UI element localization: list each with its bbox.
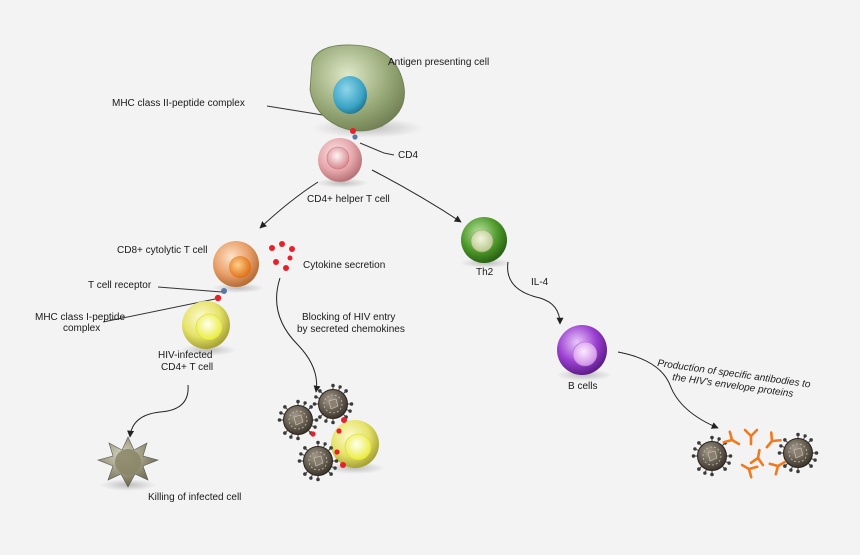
label-antigen-presenting-cell: Antigen presenting cell (388, 57, 489, 68)
cytokine-dots (269, 241, 295, 271)
cytokine-dot (269, 245, 275, 251)
arrow-infected-to-killing (127, 384, 189, 438)
mhc-class-i-complex-marker (214, 294, 222, 302)
label-hiv-infected-line2: CD4+ T cell (161, 362, 213, 373)
cd4-leader (359, 142, 395, 156)
mhc-class-ii-complex-marker (350, 128, 356, 134)
t-cell-receptor-marker (221, 288, 227, 294)
label-cd4: CD4 (398, 150, 418, 161)
cytokine-dot (283, 265, 289, 271)
chemokine-dot (310, 431, 316, 437)
arrow-helper-to-cd8 (259, 181, 319, 229)
label-mhc-class-ii-complex: MHC class II-peptide complex (112, 98, 245, 109)
label-mhc-class-i-line1: MHC class I-peptide (35, 312, 125, 323)
chemokine-dot (334, 449, 340, 455)
cd4-helper-t-cell (316, 138, 368, 188)
b-cell (556, 325, 612, 381)
t-cell-receptor-leader (157, 286, 223, 293)
label-th2: Th2 (476, 267, 494, 278)
chemokine-blocking-cluster (277, 383, 385, 482)
th2-cell (460, 217, 512, 268)
chemokine-dot (336, 428, 342, 434)
label-il4: IL-4 (531, 277, 549, 288)
label-cd8-cytolytic-t-cell: CD8+ cytolytic T cell (117, 245, 208, 256)
label-blocking-line2: by secreted chemokines (297, 324, 405, 335)
chemokine-dot (341, 417, 347, 423)
label-killing: Killing of infected cell (148, 492, 241, 503)
flow-arrows (127, 169, 719, 438)
hiv-virus-icon (777, 432, 819, 474)
cd8-cytolytic-t-cell (212, 241, 264, 293)
hiv-virus-icon (312, 383, 354, 425)
antibody-icon (737, 458, 759, 479)
antibody-icon (743, 428, 759, 446)
hiv-virus-icon (297, 440, 339, 482)
antibody-neutralization-cluster (691, 428, 819, 479)
label-t-cell-receptor: T cell receptor (88, 280, 152, 291)
label-mhc-class-i-line2: complex (63, 323, 100, 334)
cytokine-dot (273, 259, 279, 265)
antibody-icon (760, 431, 782, 453)
cytokine-dot (289, 246, 295, 252)
antigen-presenting-cell (309, 44, 423, 138)
cytokine-dot (287, 255, 293, 261)
arrow-helper-to-th2 (371, 169, 462, 223)
label-blocking-line1: Blocking of HIV entry (302, 312, 395, 323)
antibody-icon (749, 447, 767, 467)
chemokine-dots (310, 417, 347, 468)
label-cytokine-secretion: Cytokine secretion (303, 260, 385, 271)
label-b-cells: B cells (568, 381, 597, 392)
arrow-cd8-to-blocking (276, 277, 321, 393)
label-cd4-helper-t-cell: CD4+ helper T cell (307, 194, 390, 205)
label-hiv-infected-line1: HIV-infected (158, 350, 212, 361)
antibody-icon (722, 430, 744, 451)
chemokine-dot (340, 462, 346, 468)
arrow-bcell-to-antibodies (617, 351, 719, 429)
cd4-receptor-marker (352, 134, 358, 140)
apc-nucleus (333, 76, 367, 114)
arrow-th2-to-bcell (507, 261, 564, 325)
killed-infected-cell (97, 436, 159, 491)
hiv-infected-cd4-t-cell (180, 301, 236, 356)
cytokine-dot (279, 241, 285, 247)
diagram-labels: Antigen presenting cell MHC class II-pep… (35, 57, 812, 503)
